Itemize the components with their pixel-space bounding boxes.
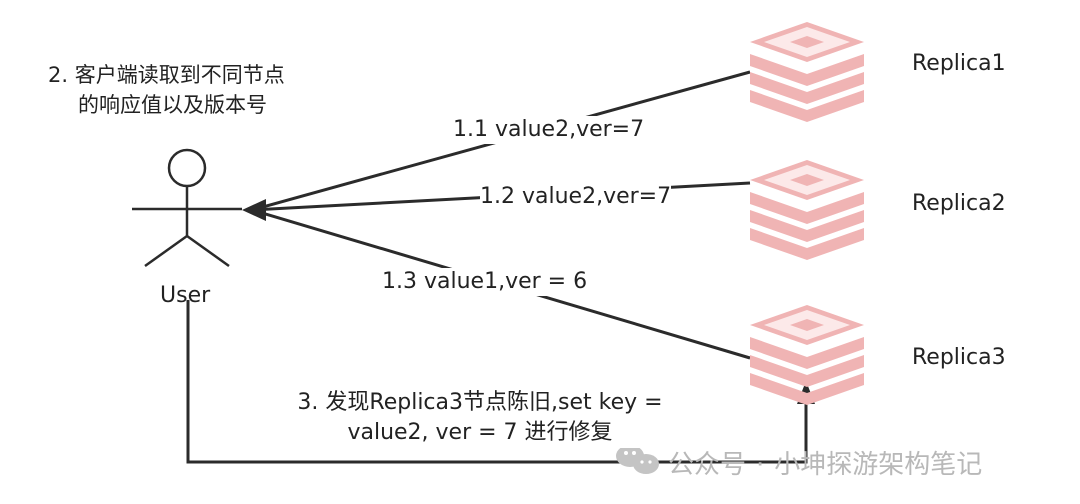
note-top: 2. 客户端读取到不同节点 的响应值以及版本号 [48, 60, 285, 120]
replica3-label: Replica3 [912, 345, 1006, 370]
user-head [167, 148, 207, 188]
note-top-line1: 2. 客户端读取到不同节点 [48, 63, 285, 87]
wechat-icon [616, 445, 659, 474]
watermark-name: 小坤探游架构笔记 [774, 450, 983, 480]
repair-path [186, 300, 808, 464]
replica2-label: Replica2 [912, 191, 1006, 216]
watermark-prefix: 公众号 [668, 450, 747, 480]
user-actor [132, 148, 242, 268]
edge-label-1-1: 1.1 value2,ver=7 [453, 116, 645, 144]
edge-label-1-2: 1.2 value2,ver=7 [480, 183, 672, 211]
watermark: 公众号 · 小坤探游架构笔记 [668, 444, 982, 481]
edge-label-1-3: 1.3 value1,ver = 6 [382, 268, 588, 296]
repair-note: 3. 发现Replica3节点陈旧,set key = value2, ver … [270, 388, 690, 448]
repair-note-line1: 3. 发现Replica3节点陈旧,set key = [297, 390, 663, 415]
replica1-label: Replica1 [912, 51, 1006, 76]
note-top-line2: 的响应值以及版本号 [78, 93, 267, 117]
replica1-icon [750, 22, 864, 122]
watermark-separator: · [756, 450, 765, 480]
user-label: User [160, 283, 211, 308]
arrowhead-to-user [242, 199, 266, 221]
replica2-icon [750, 160, 864, 260]
repair-note-line2: value2, ver = 7 进行修复 [347, 420, 613, 445]
